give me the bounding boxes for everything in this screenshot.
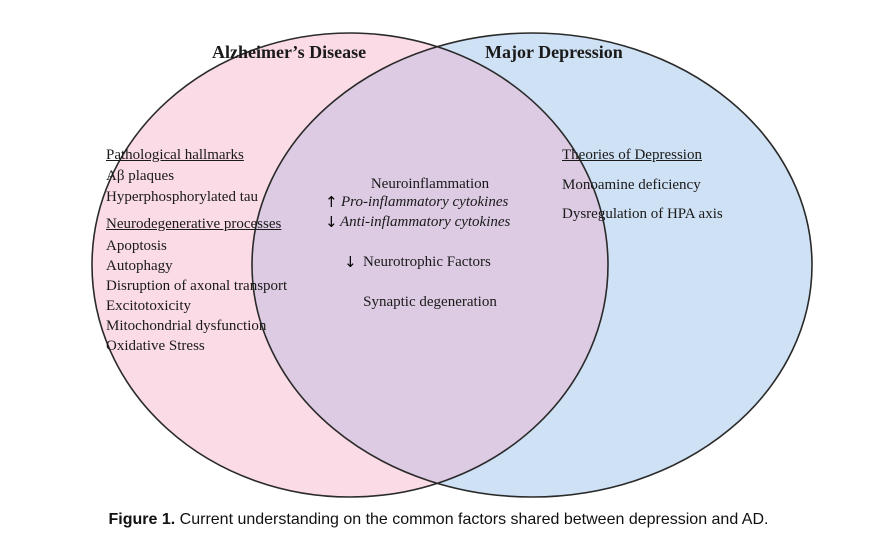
list-item: Mitochondrial dysfunction (106, 318, 267, 334)
pro-inflammatory-label: Pro-inflammatory cytokines (341, 194, 509, 210)
alzheimers-circle-outline (91, 32, 609, 498)
overlap-region (252, 33, 608, 497)
list-item: Oxidative Stress (106, 338, 205, 354)
list-item: Disruption of axonal transport (106, 278, 288, 294)
list-item: Excitotoxicity (106, 298, 191, 314)
neurotrophic-factors-label: Neurotrophic Factors (363, 254, 491, 270)
list-item: Monoamine deficiency (562, 177, 701, 193)
figure-label: Figure 1. (108, 511, 176, 528)
pathological-hallmarks-heading: Pathological hallmarks (106, 147, 244, 163)
arrow-up-icon: ↑ (325, 193, 338, 211)
neurodegenerative-processes-heading: Neurodegenerative processes (106, 216, 282, 232)
anti-inflammatory-label: Anti-inflammatory cytokines (340, 214, 511, 230)
list-item: Apoptosis (106, 238, 167, 254)
depression-title: Major Depression (485, 42, 623, 62)
list-item: Hyperphosphorylated tau (106, 189, 259, 205)
list-item: Autophagy (106, 258, 173, 274)
figure-caption: Figure 1. Current understanding on the c… (0, 511, 877, 529)
arrow-down-icon: ↓ (344, 253, 357, 271)
caption-text: Current understanding on the common fact… (175, 511, 769, 528)
arrow-down-icon: ↓ (325, 213, 338, 231)
theories-of-depression-heading: Theories of Depression (562, 147, 702, 163)
alzheimers-title: Alzheimer’s Disease (212, 42, 367, 62)
neuroinflammation-label: Neuroinflammation (370, 176, 490, 192)
list-item: Aβ plaques (106, 168, 175, 184)
depression-circle-outline (251, 32, 813, 498)
list-item: Dysregulation of HPA axis (562, 206, 723, 222)
synaptic-degeneration-label: Synaptic degeneration (363, 294, 497, 310)
